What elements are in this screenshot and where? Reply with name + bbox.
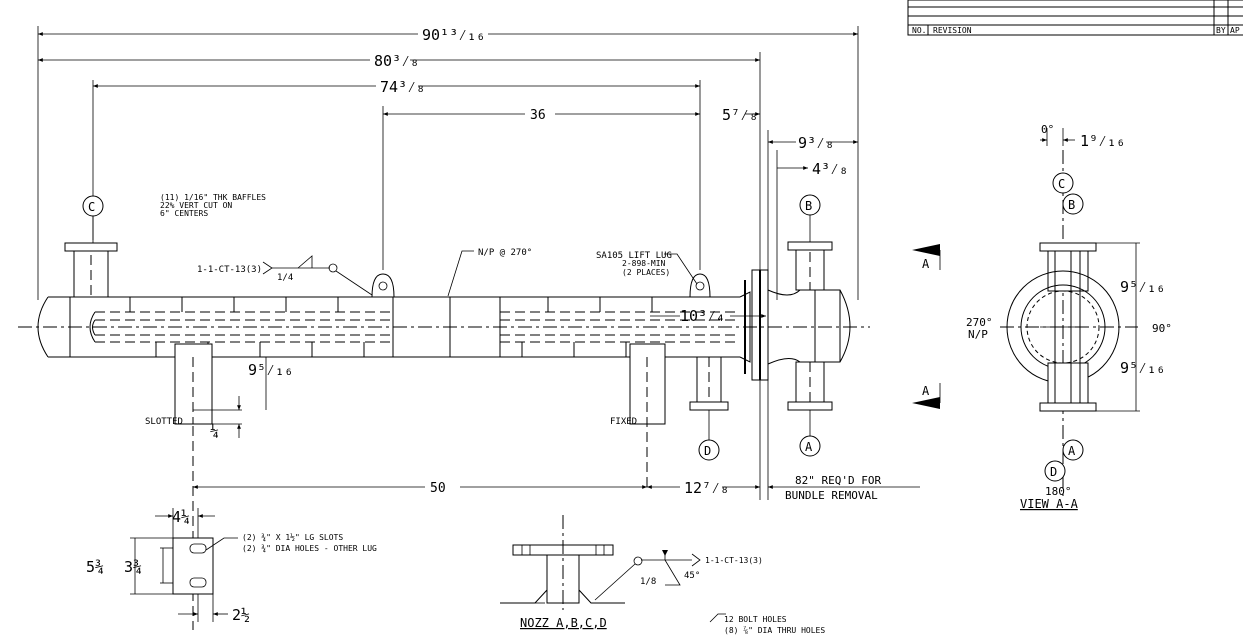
nozzle-b-bubble (799, 194, 821, 216)
bundle-line2: BUNDLE REMOVAL (785, 489, 878, 502)
rev-ap-header: AP (1230, 26, 1240, 35)
lift-lug-line2: 2-898-MIN (622, 259, 666, 268)
weld-top-size: 1/4 (277, 273, 293, 283)
view-d-label: D (1050, 465, 1057, 479)
view-b-label: B (1068, 198, 1075, 212)
baffle-note-line3: 6" CENTERS (160, 209, 208, 218)
lift-lugs: SA105 LIFT LUG 2-898-MIN (2 PLACES) (371, 251, 711, 298)
view-9-5-16-top: 9⁵⁄₁₆ (1120, 278, 1165, 296)
section-markers: A A (912, 244, 941, 409)
nozz-weld-angle: 45° (684, 571, 700, 581)
np-note: N/P @ 270° (447, 248, 532, 297)
dim-9-3-8: 9³⁄₈ (798, 134, 834, 152)
dim-4-1-4: 4¼ (172, 508, 190, 526)
bolt-line1: 12 BOLT HOLES (724, 615, 787, 624)
dim-50: 50 (430, 481, 446, 496)
dim-10-3-4: 10³⁄₄ (680, 307, 725, 325)
top-dimensions: 90¹³⁄₁₆ 80³⁄₈ 74³⁄₈ 36 5⁷⁄₈ 9³⁄₈ 4³⁄₈ (37, 26, 859, 300)
lift-lug-line3: (2 PLACES) (622, 268, 670, 277)
rev-no-header: NO. (912, 26, 926, 35)
dim-5-3-4: 5¾ (86, 558, 104, 576)
lug-detail: 4¼ 5¾ 3¾ 2½ (2) ¾" X 1½" LG SLOTS (2) ¾"… (86, 508, 377, 624)
nozzle-b-label: B (805, 199, 812, 213)
baffle-note-line2: 22% VERT CUT ON (160, 201, 232, 210)
view-title: VIEW A-A (1020, 497, 1079, 511)
view-c-bubble (1052, 172, 1074, 194)
dim-3-3-4: 3¾ (124, 558, 142, 576)
baffle-note-line1: (11) 1/16" THK BAFFLES (160, 193, 266, 202)
slots-line1: (2) ¾" X 1½" LG SLOTS (242, 532, 343, 542)
view-180: 180° (1045, 485, 1072, 498)
dim-36: 36 (530, 108, 546, 123)
dim-74: 74³⁄₈ (380, 78, 425, 96)
rev-by-header: BY (1216, 26, 1226, 35)
shell-body (18, 269, 870, 381)
nozzle-detail: NOZZ A,B,C,D 1-1-CT-13(3) 1/8 45° (500, 515, 763, 630)
bolt-holes-note: 12 BOLT HOLES (8) ⅞" DIA THRU HOLES (709, 613, 825, 635)
dim-12-7-8: 12⁷⁄₈ (684, 479, 729, 497)
slotted-label: SLOTTED (145, 417, 183, 427)
saddle-fixed: FIXED (610, 343, 666, 490)
weld-symbol-top: 1-1-CT-13(3) 1/4 (197, 255, 376, 298)
nozzle-d: D (689, 356, 729, 461)
dim-4-3-8: 4³⁄₈ (812, 160, 848, 178)
dim-80: 80³⁄₈ (374, 52, 419, 70)
view-270-line1: 270° (966, 316, 993, 329)
view-b-bubble (1062, 193, 1084, 215)
view-c-label: C (1058, 177, 1065, 191)
bolt-line2: (8) ⅞" DIA THRU HOLES (724, 626, 825, 635)
view-a-label: A (1068, 444, 1076, 458)
dim-overall: 90¹³⁄₁₆ (422, 26, 485, 44)
section-a-bot: A (922, 384, 930, 398)
baffle-note: (11) 1/16" THK BAFFLES 22% VERT CUT ON 6… (160, 193, 266, 218)
dim-2-1-2: 2½ (232, 606, 250, 624)
nozzle-b: B (787, 194, 833, 291)
rev-revision-header: REVISION (933, 26, 972, 35)
saddle-slotted: SLOTTED ¼ 9⁵⁄₁₆ (145, 343, 293, 630)
dim-5-7-8: 5⁷⁄₈ (722, 106, 758, 124)
fixed-label: FIXED (610, 417, 637, 427)
lift-lug-line1: SA105 LIFT LUG (596, 251, 672, 261)
view-9-5-16-bot: 9⁵⁄₁₆ (1120, 359, 1165, 377)
view-90-deg: 90° (1152, 322, 1172, 335)
nozzle-a: A (787, 361, 833, 457)
dim-1-4: ¼ (210, 422, 219, 440)
bottom-dimensions: 50 12⁷⁄₈ 82" REQ'D FOR BUNDLE REMOVAL (192, 380, 920, 502)
nozzle-d-bubble (698, 439, 720, 461)
view-270-line2: N/P (968, 328, 988, 341)
nozzle-a-bubble (799, 435, 821, 457)
nozzle-a-label: A (805, 440, 813, 454)
dim-10-3-4-group: 10³⁄₄ (650, 307, 766, 325)
np-270-label: N/P @ 270° (478, 248, 532, 258)
nozz-label: NOZZ A,B,C,D (520, 616, 607, 630)
slots-line2: (2) ¾" DIA HOLES - OTHER LUG (242, 544, 377, 553)
view-a-a: 0° 1⁹⁄₁₆ C B 9⁵⁄₁₆ 9⁵⁄₁₆ 90° 270° N/P A … (966, 123, 1172, 511)
view-d-bubble (1044, 460, 1066, 482)
nozzle-c: C (64, 195, 118, 298)
nozzle-c-label: C (88, 200, 95, 214)
view-0-deg: 0° (1041, 123, 1054, 136)
nozz-weld-size: 1/8 (640, 577, 656, 587)
view-a-bubble (1062, 439, 1084, 461)
weld-top-label: 1-1-CT-13(3) (197, 265, 262, 275)
dim-9-5-16: 9⁵⁄₁₆ (248, 361, 293, 379)
view-1-9-16: 1⁹⁄₁₆ (1080, 132, 1125, 150)
nozzle-c-bubble (82, 195, 104, 217)
nozz-weld-label: 1-1-CT-13(3) (705, 556, 763, 565)
nozzle-d-label: D (704, 444, 711, 458)
revision-block: NO. REVISION BY AP (907, 0, 1243, 36)
bundle-line1: 82" REQ'D FOR (795, 474, 881, 487)
section-a-top: A (922, 257, 930, 271)
